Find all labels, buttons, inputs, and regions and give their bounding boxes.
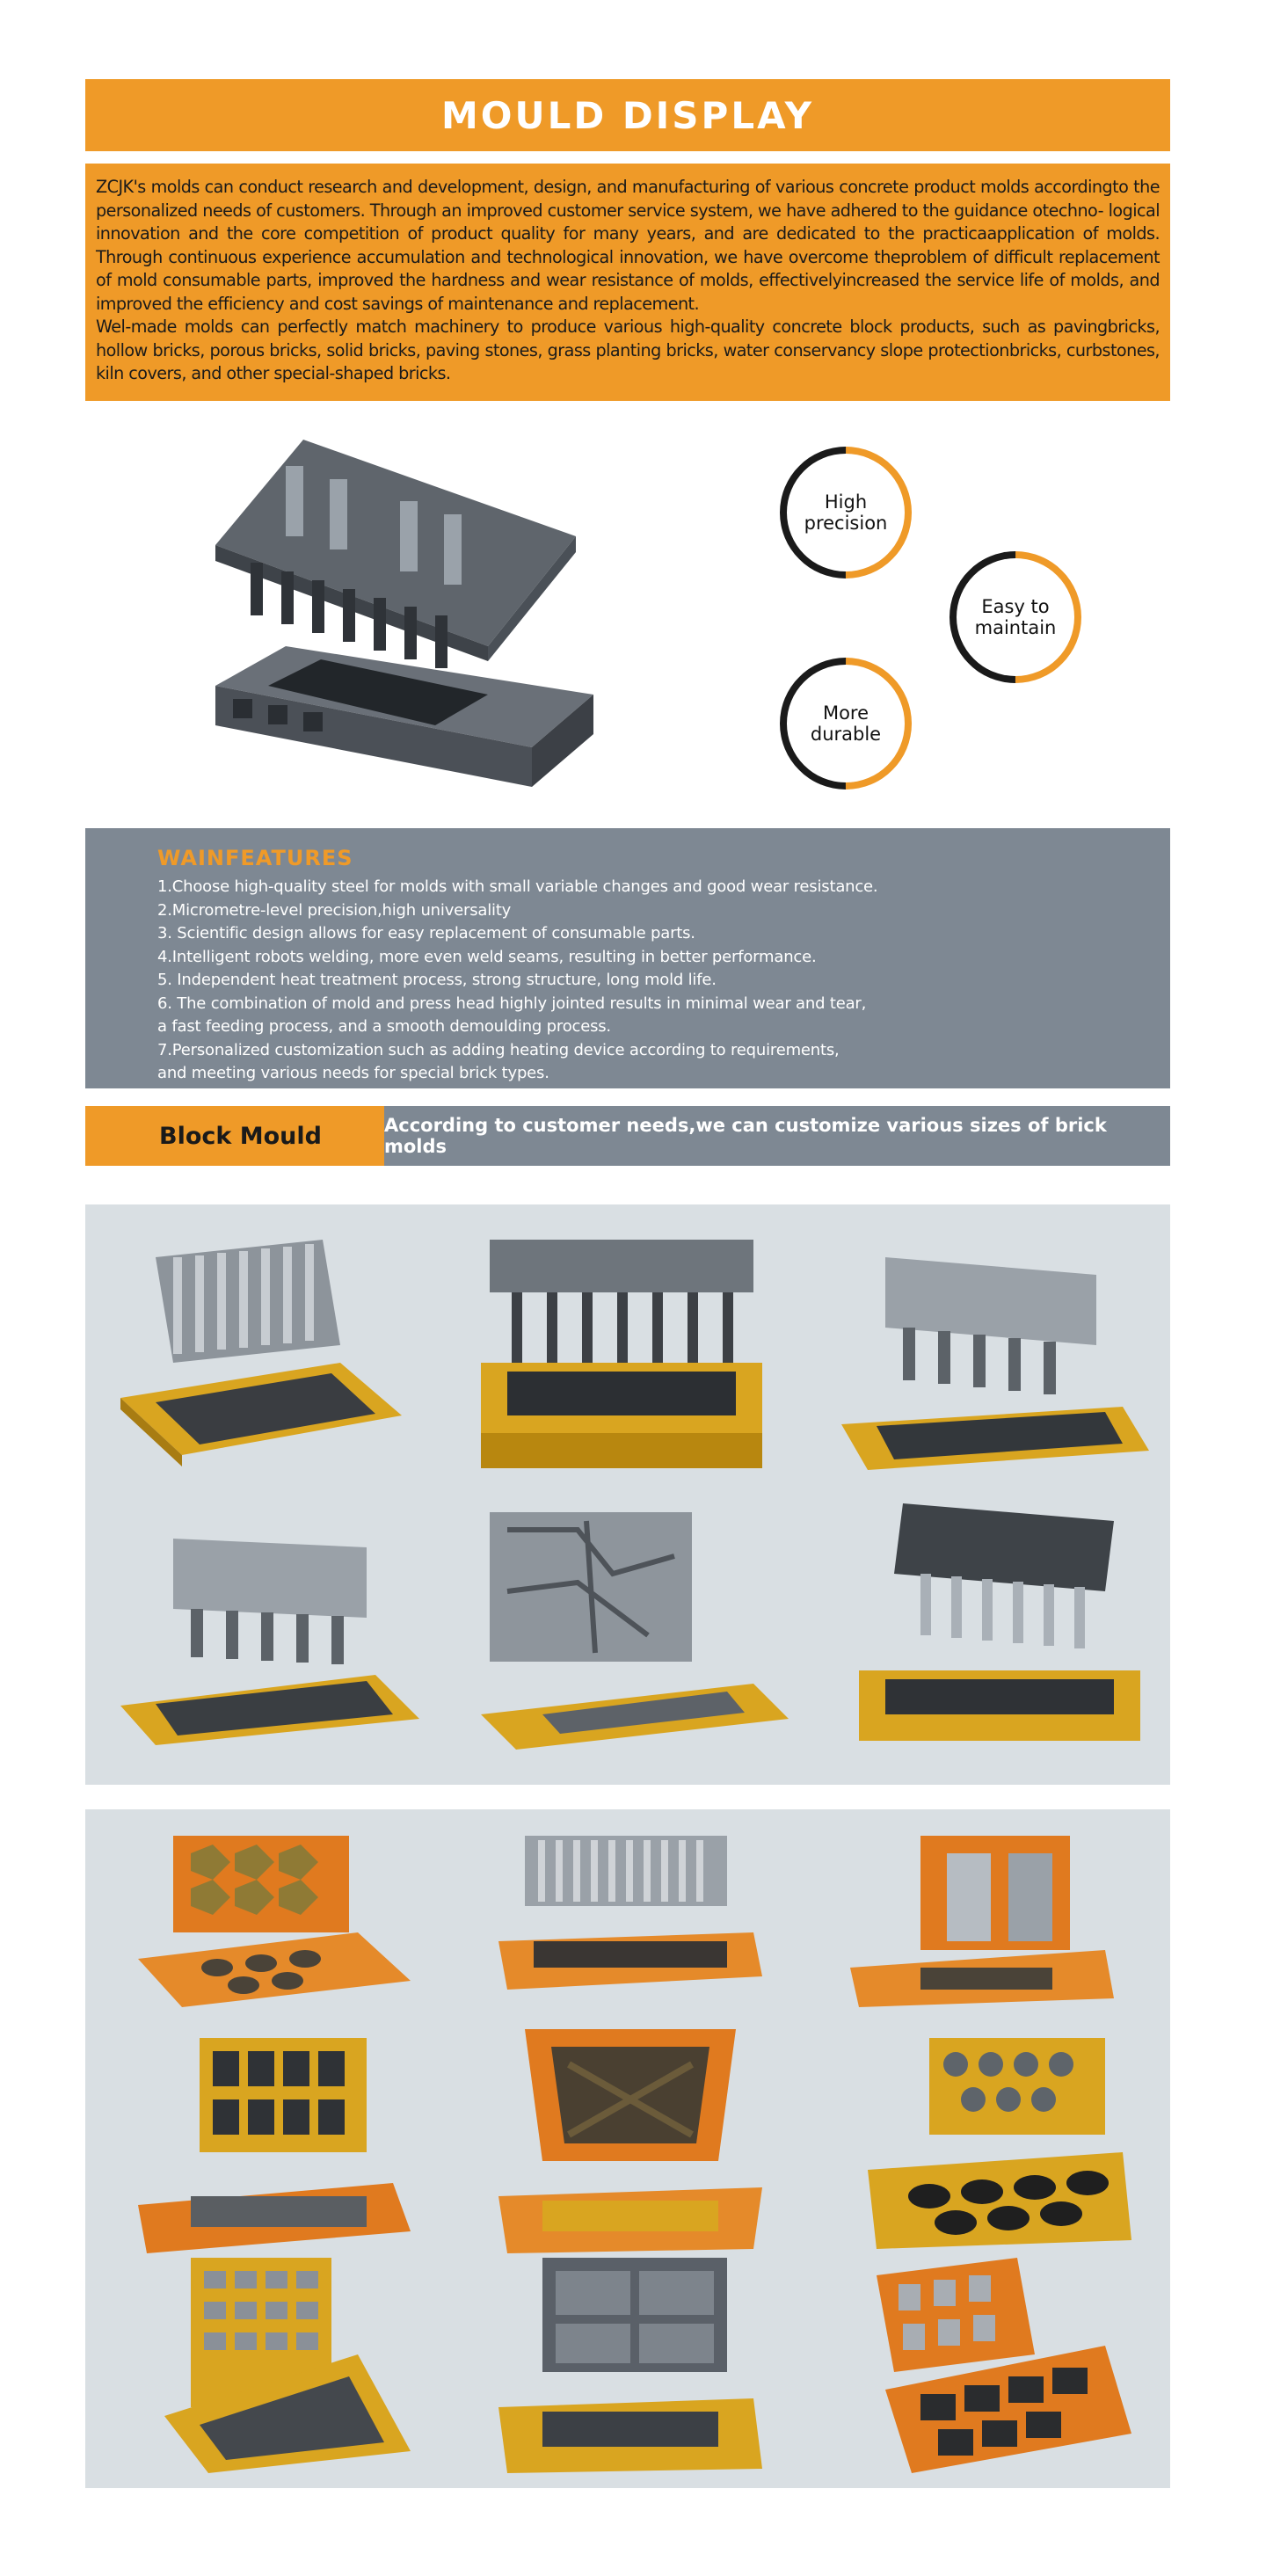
mould-image [103,1521,428,1758]
feature-item: 6. The combination of mold and press hea… [157,993,867,1013]
block-mould-description: According to customer needs,we can custo… [384,1106,1170,1166]
mould-image [129,2029,419,2258]
hero-mould-image [198,431,611,791]
feature-item: and meeting various needs for special br… [157,1064,549,1082]
mould-image [859,2029,1140,2258]
mould-gallery-1 [85,1204,1170,1785]
mould-image [833,1240,1158,1486]
intro-text-box: ZCJK's molds can conduct research and de… [85,164,1170,401]
features-box: WAINFEATURES 1.Choose high-quality steel… [85,828,1170,1088]
feature-circle-easy-to-maintain: Easy to maintain [921,523,1110,711]
feature-item: 2.Micrometre-level precision,high univer… [157,900,512,920]
feature-item: 5. Independent heat treatment process, s… [157,971,717,989]
mould-image [850,1495,1158,1758]
features-title: WAINFEATURES [157,846,353,870]
block-mould-label: Block Mould [85,1106,384,1166]
feature-item: 4.Intelligent robots welding, more even … [157,947,817,966]
block-mould-bar: Block Mould According to customer needs,… [85,1106,1170,1166]
feature-item: 1.Choose high-quality steel for molds wi… [157,877,878,896]
mould-image [490,1827,771,2003]
intro-paragraph-2: Wel-made molds can perfectly match machi… [96,317,1160,383]
intro-paragraph-1: ZCJK's molds can conduct research and de… [96,177,1160,314]
mould-image [490,2249,771,2478]
feature-label: More durable [810,702,882,745]
features-list: 1.Choose high-quality steel for molds wi… [157,876,1170,1086]
title-banner: MOULD DISPLAY [85,79,1170,151]
mould-image [850,2249,1140,2478]
mould-image [490,2020,771,2258]
mould-image [129,1827,419,2012]
feature-circle-high-precision: High precision [752,418,940,607]
page-title: MOULD DISPLAY [440,93,815,137]
mould-gallery-2 [85,1809,1170,2488]
mould-image [472,1503,797,1758]
mould-image [841,1827,1131,2012]
mould-image [463,1222,780,1477]
feature-item: 7.Personalized customization such as add… [157,1040,840,1059]
feature-circle-more-durable: More durable [752,629,940,818]
feature-item: 3. Scientific design allows for easy rep… [157,924,695,942]
feature-label: High precision [804,491,888,534]
feature-item: a fast feeding process, and a smooth dem… [157,1017,611,1036]
feature-label: Easy to maintain [974,596,1057,638]
mould-image [129,2249,419,2478]
mould-image [103,1240,419,1468]
